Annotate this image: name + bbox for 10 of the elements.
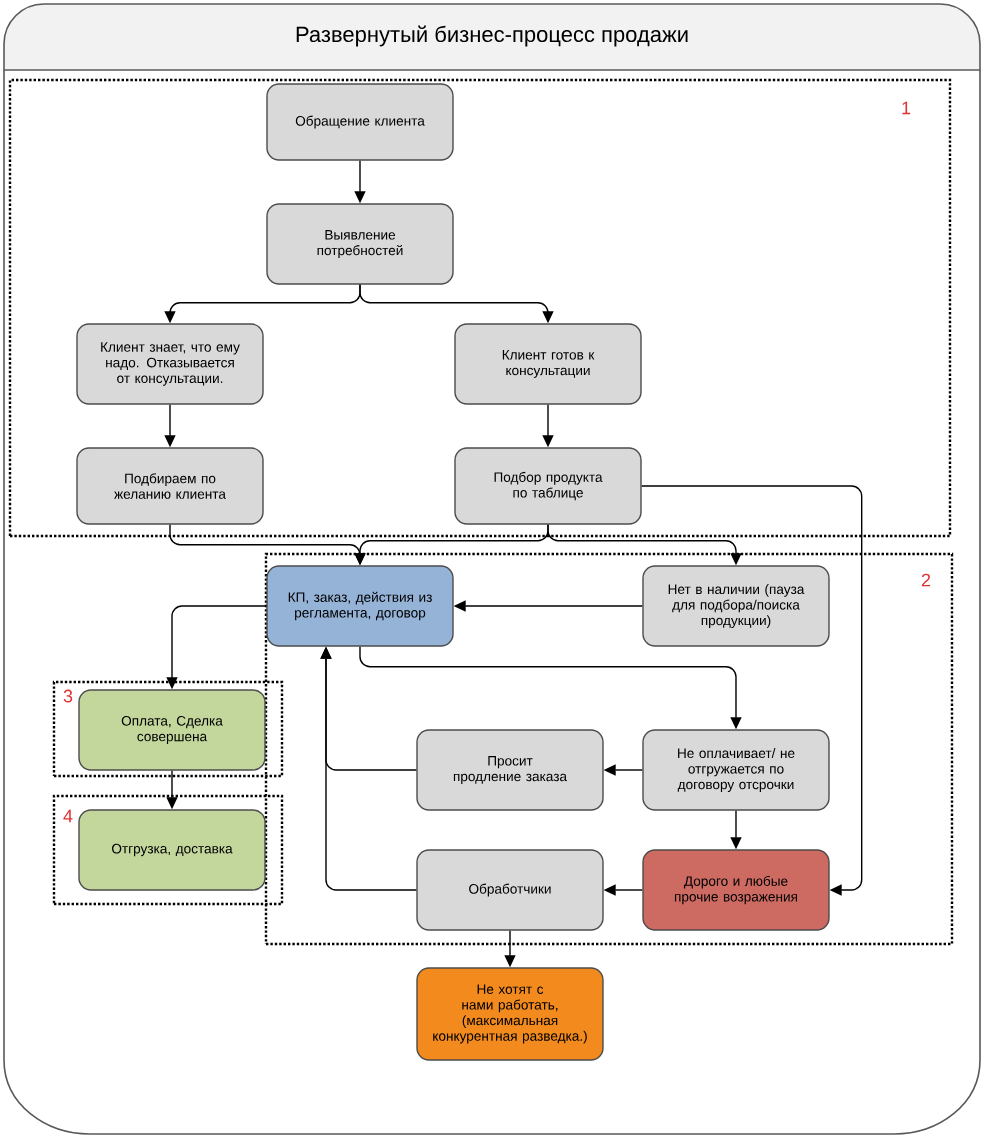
dotted-group-frame: [264, 552, 954, 946]
dotted-group-frame: [52, 794, 284, 906]
group-number: 1: [902, 101, 911, 115]
group-number: 4: [63, 809, 73, 823]
diagram-title: Развернутый бизнес-процесс продажи: [296, 25, 688, 47]
arrow: [641, 485, 863, 896]
group-number: 3: [63, 689, 73, 703]
dotted-group-frame: [8, 78, 952, 538]
group-number: 2: [921, 573, 931, 587]
dotted-group-frame: [52, 680, 284, 778]
